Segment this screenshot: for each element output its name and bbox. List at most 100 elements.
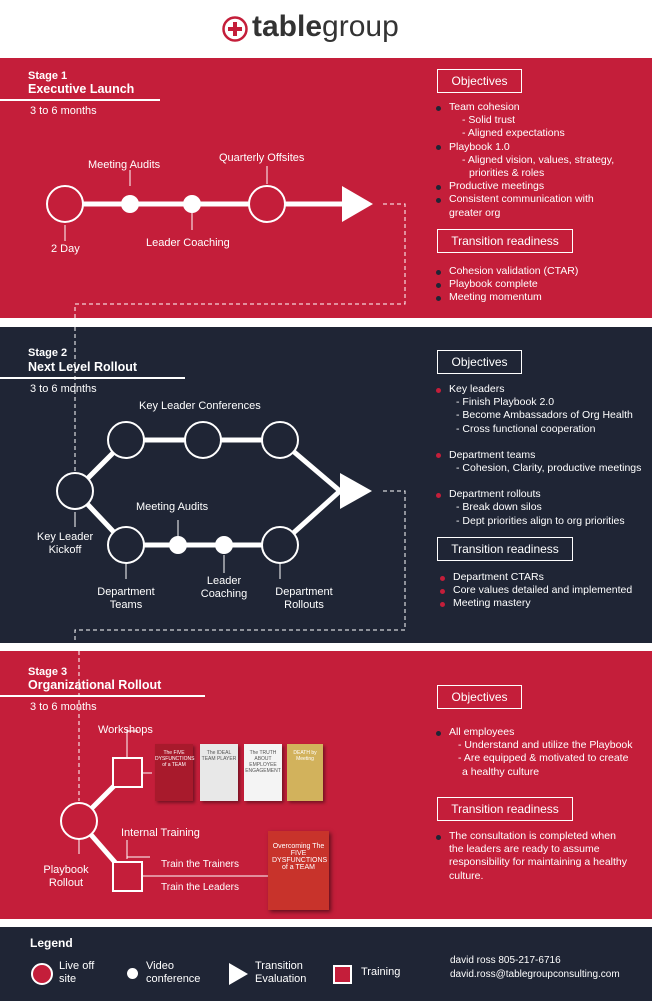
stage-2-flow	[56, 327, 406, 643]
stage-title: Next Level Rollout	[28, 360, 138, 374]
objectives-list: Team cohesion - Solid trust - Aligned ex…	[436, 101, 614, 220]
title-underline	[0, 99, 160, 101]
node-label: Rollouts	[284, 599, 324, 611]
list-item: Productive meetings	[436, 180, 614, 193]
node-label: Rollout	[48, 877, 84, 889]
readiness-list: The consultation is completed when the l…	[436, 830, 627, 883]
stage-duration: 3 to 6 months	[30, 105, 97, 117]
legend-label: Video	[146, 960, 174, 972]
stage-duration: 3 to 6 months	[30, 383, 97, 395]
stage-duration: 3 to 6 months	[30, 701, 97, 713]
brand-light: group	[322, 10, 399, 43]
legend-label: conference	[146, 973, 201, 985]
book-ideal-team-player: The IDEAL TEAM PLAYER	[200, 744, 238, 801]
title-underline	[0, 695, 205, 697]
node-label: Meeting Audits	[136, 501, 209, 513]
live-offsite-legend-icon	[31, 963, 53, 985]
live-offsite-node	[107, 526, 145, 564]
readiness-heading: Transition readiness	[437, 797, 573, 821]
live-offsite-node	[60, 802, 98, 840]
stage-label: Stage 1	[28, 70, 68, 82]
list-subitem: - Aligned vision, values, strategy,	[462, 153, 615, 166]
live-offsite-node	[56, 472, 94, 510]
live-offsite-node	[261, 526, 299, 564]
objectives-heading: Objectives	[437, 685, 522, 709]
video-legend-icon	[127, 968, 138, 979]
stage-1-flow	[46, 166, 406, 318]
legend-label: Training	[361, 966, 401, 978]
node-label: Department	[275, 586, 333, 598]
list-item: Playbook 1.0	[436, 141, 614, 154]
live-offsite-node	[184, 421, 222, 459]
list-item: All employees	[436, 726, 633, 739]
node-label: Department	[97, 586, 155, 598]
stage-label: Stage 2	[28, 347, 68, 359]
stage-3-flow	[60, 651, 270, 892]
list-item: Department CTARs	[440, 571, 632, 584]
list-item: Core values detailed and implemented	[440, 584, 632, 597]
node-label: Train the Trainers	[161, 859, 239, 870]
brand-bold: table	[252, 10, 323, 43]
list-item: Key leaders	[436, 383, 641, 396]
transition-legend-icon	[229, 963, 248, 985]
list-subitem: a healthy culture	[462, 765, 540, 778]
live-offsite-node	[107, 421, 145, 459]
list-item: Department rollouts	[436, 488, 641, 501]
list-item: Department teams	[436, 449, 641, 462]
objectives-list: All employees - Understand and utilize t…	[436, 726, 633, 779]
list-item: Meeting momentum	[436, 291, 578, 304]
objectives-heading: Objectives	[437, 350, 522, 374]
node-label: Key Leader	[36, 531, 94, 543]
readiness-heading: Transition readiness	[437, 537, 573, 561]
legend-label: site	[59, 973, 77, 985]
book-death-by-meeting: DEATH by Meeting	[287, 744, 323, 801]
node-label: Train the Leaders	[161, 882, 240, 893]
objectives-list: Key leaders - Finish Playbook 2.0 - Beco…	[436, 383, 641, 528]
node-label: Workshops	[98, 724, 153, 736]
list-subitem: priorities & roles	[469, 167, 545, 180]
node-label: Quarterly Offsites	[219, 152, 305, 164]
node-label: Coaching	[200, 588, 248, 600]
live-offsite-node	[261, 421, 299, 459]
stage-title: Executive Launch	[28, 82, 135, 96]
node-label: Internal Training	[121, 827, 200, 839]
stage-label: Stage 3	[28, 666, 68, 678]
legend-section: Legend Live off site Video conference Tr…	[0, 927, 652, 1001]
list-subitem: - Understand and utilize the Playbook	[458, 739, 633, 752]
list-item: Cohesion validation (CTAR)	[436, 265, 578, 278]
list-subitem: - Cross functional cooperation	[456, 422, 596, 435]
legend-label: Evaluation	[255, 973, 307, 985]
node-label: Kickoff	[48, 544, 82, 556]
node-label: 2 Day	[51, 243, 80, 255]
live-offsite-node	[46, 185, 84, 223]
video-node	[183, 195, 201, 213]
list-subitem: - Solid trust	[462, 114, 516, 127]
list-subitem: - Dept priorities align to org prioritie…	[456, 514, 625, 527]
training-node	[112, 757, 143, 788]
node-label: Playbook	[43, 864, 89, 876]
list-subitem: - Aligned expectations	[462, 127, 565, 140]
list-item-continued: the leaders are ready to assume	[449, 843, 600, 856]
stage-1-section: Stage 1 Executive Launch 3 to 6 months 2…	[0, 58, 652, 318]
book-employee-engagement: The TRUTH ABOUT EMPLOYEE ENGAGEMENT	[244, 744, 282, 801]
node-label: Key Leader Conferences	[139, 400, 261, 412]
objectives-heading: Objectives	[437, 69, 522, 93]
contact-email[interactable]: david.ross@tablegroupconsulting.com	[450, 969, 620, 980]
list-subitem: - Become Ambassadors of Org Health	[456, 409, 633, 422]
stage-title: Organizational Rollout	[28, 678, 162, 692]
brand-wordmark: tablegroup	[252, 10, 399, 44]
transition-arrow-icon	[342, 186, 373, 222]
node-label: Leader	[206, 575, 242, 587]
list-item: Playbook complete	[436, 278, 578, 291]
list-item-continued: greater org	[449, 206, 501, 219]
video-node	[215, 536, 233, 554]
list-subitem: - Are equipped & motivated to create	[458, 752, 629, 765]
list-subitem: - Cohesion, Clarity, productive meetings	[456, 462, 642, 475]
video-node	[121, 195, 139, 213]
legend-title: Legend	[30, 936, 73, 950]
live-offsite-node	[248, 185, 286, 223]
list-item-continued: responsibility for maintaining a healthy	[449, 856, 628, 869]
video-node	[169, 536, 187, 554]
training-legend-icon	[333, 965, 352, 984]
book-five-dysfunctions: The FIVE DYSFUNCTIONS of a TEAM	[155, 744, 194, 801]
